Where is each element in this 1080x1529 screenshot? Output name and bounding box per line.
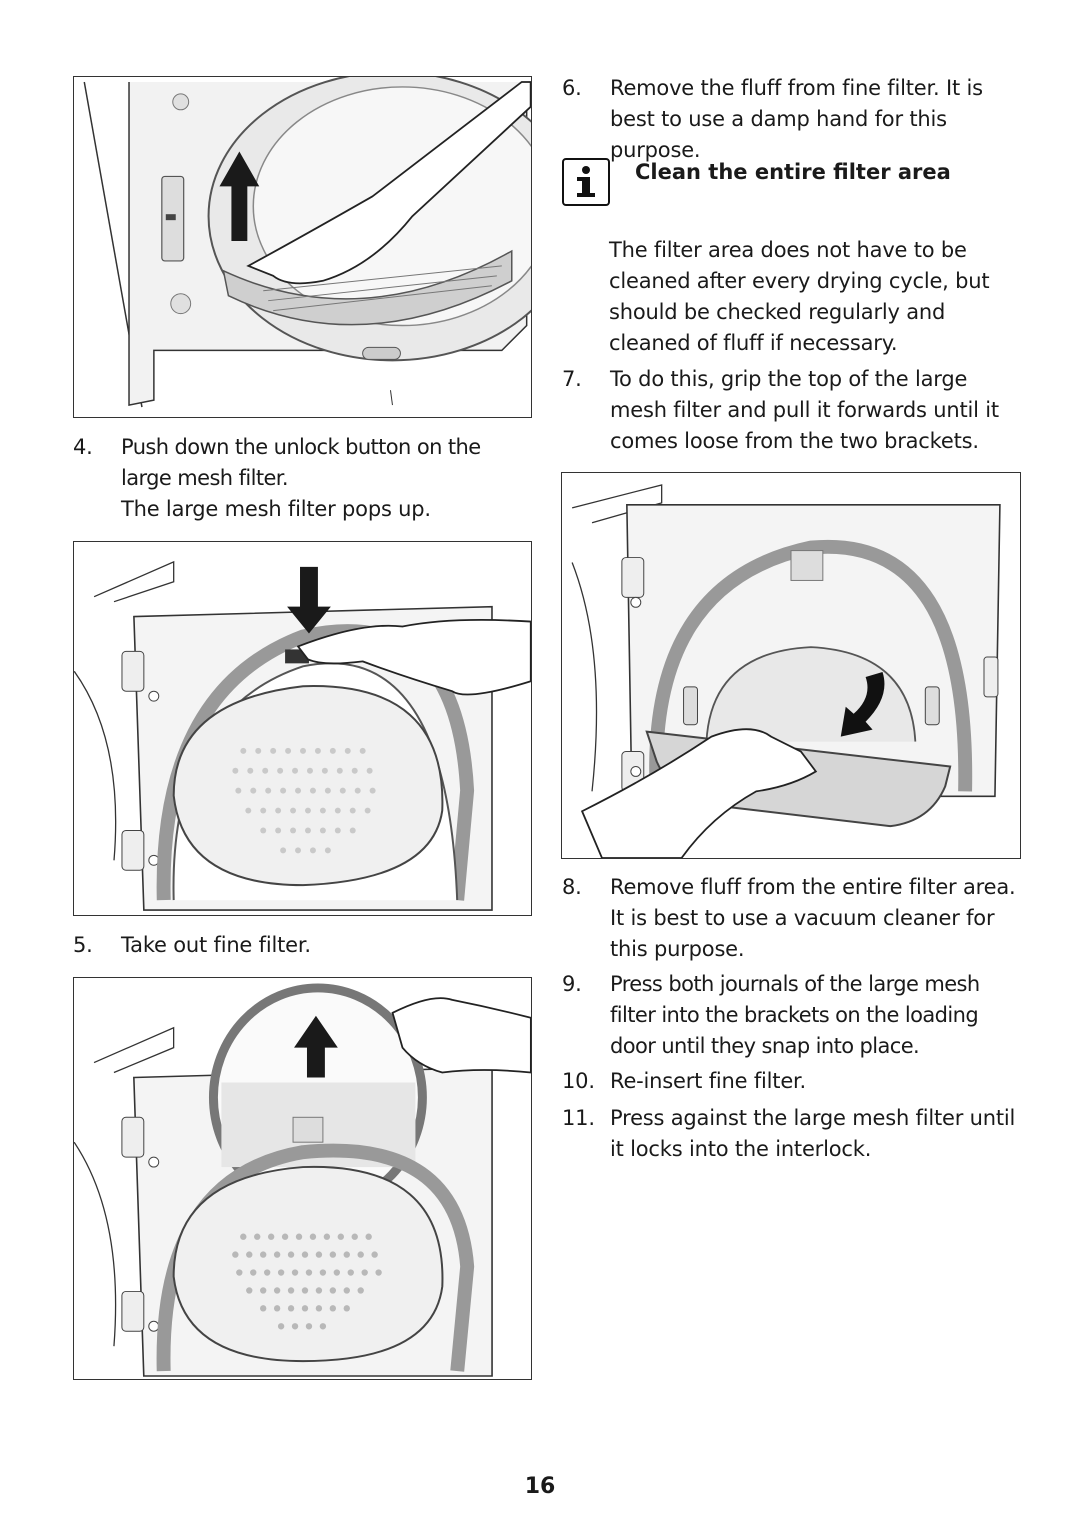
step-number: 11. <box>562 1106 595 1130</box>
info-heading: Clean the entire filter area <box>635 160 951 184</box>
info-icon <box>562 158 610 206</box>
illustration-filter-drum <box>83 77 531 408</box>
step-text: Re-insert fine filter. <box>610 1069 807 1093</box>
figure-unlock-filter <box>73 76 532 418</box>
step-text: Take out fine filter. <box>121 933 311 957</box>
step-number: 9. <box>562 972 582 996</box>
figure-push-down <box>73 541 532 916</box>
illustration-fine-filter <box>74 983 531 1377</box>
step-text: To do this, grip the top of the large me… <box>610 367 999 453</box>
step-number: 10. <box>562 1069 595 1093</box>
step-number: 7. <box>562 367 582 391</box>
info-text: The filter area does not have to be clea… <box>609 238 990 355</box>
step-number: 6. <box>562 76 582 100</box>
step-number: 8. <box>562 875 582 899</box>
illustration-push-filter <box>74 560 531 911</box>
step-5: 5. Take out fine filter. <box>73 930 533 961</box>
step-text: Remove the fluff from fine filter. It is… <box>610 76 983 162</box>
step-text: Press both journals of the large mesh fi… <box>610 972 980 1058</box>
step-6: 6. Remove the fluff from fine filter. It… <box>562 73 1027 166</box>
step-7: 7. To do this, grip the top of the large… <box>562 364 1027 457</box>
step-number: 4. <box>73 435 93 459</box>
illustration-pull-filter <box>571 484 1001 858</box>
step-11: 11. Press against the large mesh filter … <box>562 1103 1027 1165</box>
step-number: 5. <box>73 933 93 957</box>
step-text: Push down the unlock button on the large… <box>121 435 481 490</box>
page-number: 16 <box>524 1474 556 1499</box>
step-4: 4. Push down the unlock button on the la… <box>73 432 533 494</box>
step-10: 10. Re-insert fine filter. <box>562 1066 1027 1097</box>
step-8: 8. Remove fluff from the entire filter a… <box>562 872 1027 965</box>
step-text: Remove fluff from the entire filter area… <box>610 875 1016 961</box>
figure-pull-mesh-filter <box>561 472 1021 859</box>
step-9: 9. Press both journals of the large mesh… <box>562 969 1027 1062</box>
figure-remove-fine-filter <box>73 977 532 1380</box>
step-text: Press against the large mesh filter unti… <box>610 1106 1016 1161</box>
step-4-note: The large mesh filter pops up. <box>121 497 431 521</box>
